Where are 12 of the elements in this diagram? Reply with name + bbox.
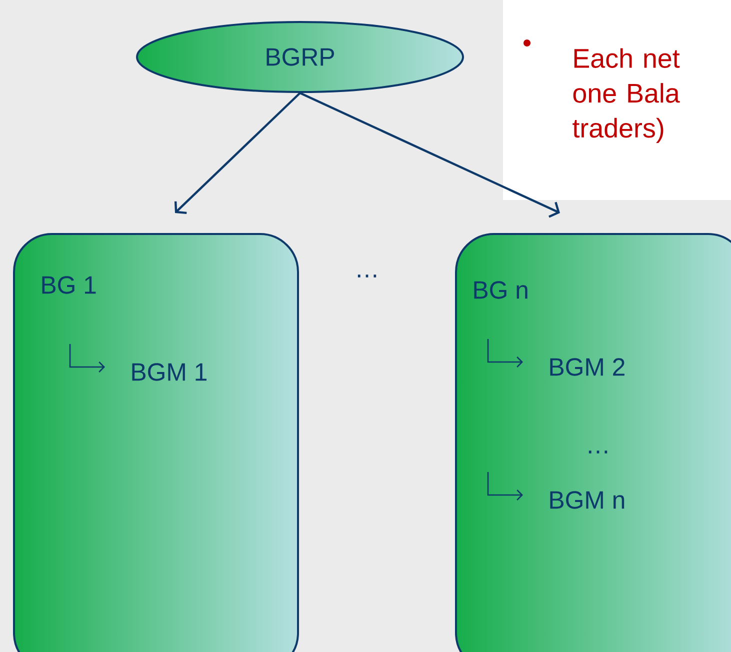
member-text: … [588,450,608,454]
box-heading: BG n [474,281,528,299]
arrow [300,92,560,218]
member-text: BGM 2 [550,358,624,376]
ellipsis-text: … [358,274,376,278]
group-box [13,233,299,652]
group-box [455,233,731,652]
member-text: BGM n [550,491,624,509]
note-text: Each net one Bala traders) [572,48,680,143]
box-heading: BG 1 [42,276,96,294]
arrow [174,92,301,214]
member-text: BGM 1 [132,363,206,381]
